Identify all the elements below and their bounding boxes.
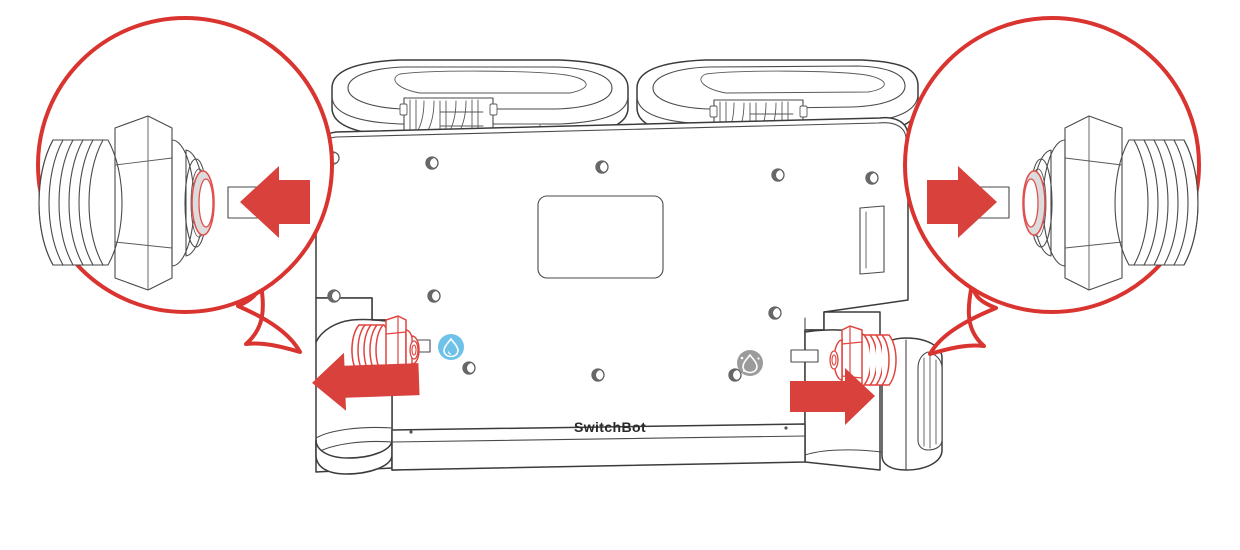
left-callout-content xyxy=(38,115,310,291)
left-step-base xyxy=(315,426,393,439)
right-callout-arrow xyxy=(927,166,997,238)
right-connector-callout xyxy=(903,16,1201,356)
left-step-curve xyxy=(315,318,393,343)
right-vent-slot xyxy=(917,351,943,451)
water-station-body: SwitchBot xyxy=(315,59,943,475)
screw-group xyxy=(326,151,879,382)
bottom-band-seam xyxy=(391,435,806,443)
left-body-arrow xyxy=(312,352,420,411)
screw xyxy=(595,160,609,174)
screw xyxy=(591,368,605,382)
screw xyxy=(728,368,742,382)
dirty-water-badge xyxy=(737,350,763,376)
dirty-water-drop-icon xyxy=(742,353,758,374)
clean-water-inlet-port xyxy=(351,315,431,385)
right-callout-content xyxy=(927,115,1199,291)
screw xyxy=(327,289,341,303)
band-dot-left xyxy=(409,430,413,434)
brand-label: SwitchBot xyxy=(574,419,646,435)
left-callout-arrow xyxy=(240,166,310,238)
band-dot-right xyxy=(784,426,788,430)
right-body-arrow xyxy=(790,368,875,425)
right-step-base xyxy=(804,449,883,456)
screw xyxy=(768,306,782,320)
screw xyxy=(427,289,441,303)
screw xyxy=(771,168,785,182)
screw xyxy=(425,156,439,170)
left-connector-callout xyxy=(36,16,334,354)
bottom-band xyxy=(391,423,806,471)
left-step-base2 xyxy=(317,440,393,453)
blank-label-panel xyxy=(537,195,664,279)
right-recess-panel xyxy=(859,205,885,275)
water-drop-icon xyxy=(443,337,459,358)
screw xyxy=(865,171,879,185)
clean-water-badge xyxy=(438,334,464,360)
screw xyxy=(462,361,476,375)
